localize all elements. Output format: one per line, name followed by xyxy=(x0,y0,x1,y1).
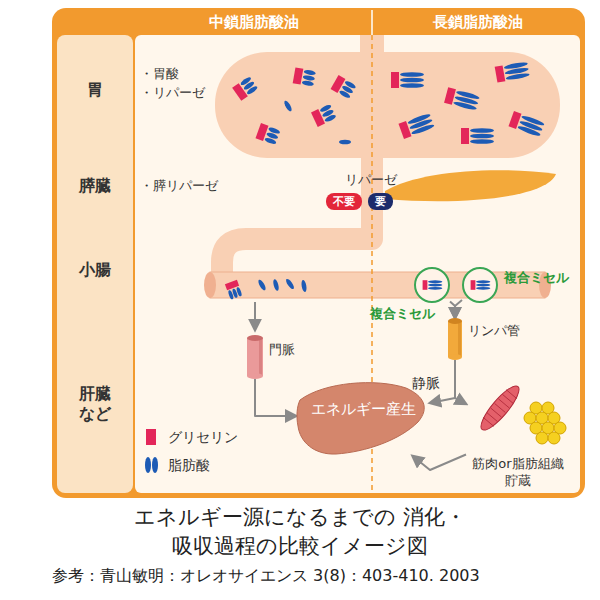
note-text: ・胃酸 xyxy=(140,66,179,82)
flow-arrow xyxy=(413,455,466,471)
micelle-circle: 複合ミセル xyxy=(414,267,450,303)
header-text: 長鎖脂肪酸油 xyxy=(433,13,523,32)
legend-swatch xyxy=(142,428,164,446)
swatch-rect xyxy=(146,429,156,445)
column-header: 長鎖脂肪酸油 xyxy=(372,10,583,35)
micelle-label: 複合ミセル xyxy=(504,269,569,286)
legend-swatch xyxy=(142,456,164,474)
tissue-label: 筋肉or脂肪組織 貯蔵 xyxy=(466,455,570,489)
muscle-fat-tissue: 筋肉or脂肪組織 貯蔵 xyxy=(466,372,570,492)
flow-arrow xyxy=(455,300,462,318)
lymph-vessel: リンパ管 xyxy=(448,318,462,360)
figure-caption: エネルギー源になるまでの 消化・吸収過程の比較イメージ図 xyxy=(90,503,510,561)
flow-arrow xyxy=(455,360,466,404)
pill-text: 要 xyxy=(375,194,386,209)
vein-label: 静脈 xyxy=(412,375,440,393)
swatch-ellipse xyxy=(145,457,151,473)
vessel-shape xyxy=(448,318,462,360)
pill-text: 不要 xyxy=(333,194,355,209)
liver-text: エネルギー産生 xyxy=(311,400,416,419)
reference-note: 参考：青山敏明：オレオサイエンス 3(8)：403-410. 2003 xyxy=(52,566,480,586)
row-label: 小腸 xyxy=(57,260,133,280)
micelle-shape xyxy=(462,267,498,303)
flow-arrow xyxy=(255,379,296,416)
legend-text: 脂肪酸 xyxy=(168,456,210,474)
liver-organ: エネルギー産生 xyxy=(296,376,430,456)
legend-text: グリセリン xyxy=(168,428,238,446)
enzyme-label: リパーゼ xyxy=(345,172,397,188)
note-text: ・膵リパーゼ xyxy=(140,178,218,194)
column-header: 中鎖脂肪酸油 xyxy=(135,10,372,35)
portal-vein: 門脈 xyxy=(247,335,263,379)
vessel-shape xyxy=(247,335,263,379)
status-pill: 不要 xyxy=(326,193,362,210)
row-label: 胃 xyxy=(57,80,133,100)
micelle-label: 複合ミセル xyxy=(370,305,435,322)
vessel-label: リンパ管 xyxy=(468,322,520,339)
micelle-circle: 複合ミセル xyxy=(462,267,498,303)
status-pill: 要 xyxy=(368,193,393,210)
row-label: 膵臓 xyxy=(57,176,133,196)
header-text: 中鎖脂肪酸油 xyxy=(209,13,299,32)
row-label: 肝臓など xyxy=(78,384,112,424)
note-text: ・リパーゼ xyxy=(140,85,205,101)
micelle-shape xyxy=(414,267,450,303)
vessel-label: 門脈 xyxy=(269,341,295,358)
swatch-ellipse xyxy=(152,457,158,473)
